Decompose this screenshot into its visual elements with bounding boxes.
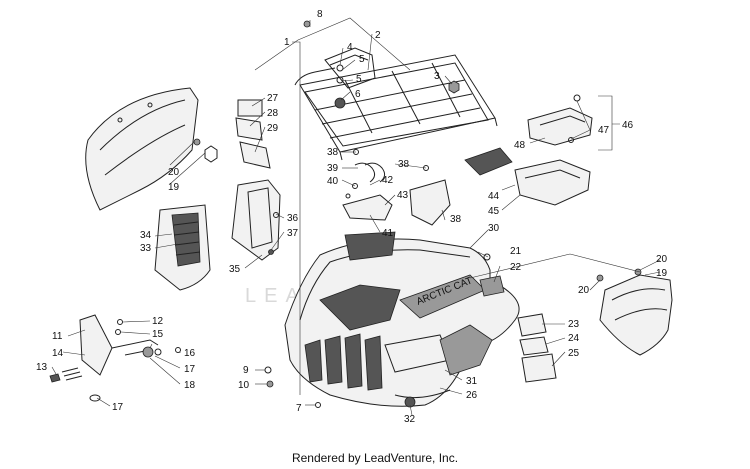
callout-41: 41 xyxy=(382,228,394,239)
center-bracket xyxy=(342,149,451,226)
callout-6: 6 xyxy=(355,89,361,100)
callout-14: 14 xyxy=(52,348,64,359)
callout-38: 38 xyxy=(327,147,339,158)
callout-22: 22 xyxy=(510,262,522,273)
callout-19: 19 xyxy=(168,182,180,193)
callout-20: 20 xyxy=(168,167,180,178)
front-bracket xyxy=(479,253,505,297)
callout-21: 21 xyxy=(510,246,522,257)
storage-cover xyxy=(527,94,593,146)
callout-35: 35 xyxy=(229,264,241,275)
callout-29: 29 xyxy=(267,123,279,134)
callout-31: 31 xyxy=(466,376,478,387)
callout-16: 16 xyxy=(184,348,196,359)
callout-48: 48 xyxy=(514,140,526,151)
callout-36: 36 xyxy=(287,213,299,224)
callout-12: 12 xyxy=(152,316,164,327)
footer-credit: Rendered by LeadVenture, Inc. xyxy=(291,451,459,465)
callout-27: 27 xyxy=(267,93,279,104)
callout-20b: 20 xyxy=(656,254,668,265)
decal-set-left xyxy=(235,99,271,169)
decal-set-right xyxy=(517,313,557,383)
callout-10: 10 xyxy=(238,380,250,391)
callout-40: 40 xyxy=(327,176,339,187)
callout-8: 8 xyxy=(317,9,323,20)
callout-15: 15 xyxy=(152,329,164,340)
callout-1: 1 xyxy=(284,37,290,48)
callout-9: 9 xyxy=(243,365,249,376)
callout-26: 26 xyxy=(466,390,478,401)
callout-2: 2 xyxy=(375,30,381,41)
callout-3: 3 xyxy=(434,71,440,82)
callout-24: 24 xyxy=(568,333,580,344)
callout-33: 33 xyxy=(140,243,152,254)
callout-47: 47 xyxy=(598,125,610,136)
fender-hardware-left xyxy=(193,138,218,163)
callout-17: 17 xyxy=(184,364,196,375)
callout-32: 32 xyxy=(404,414,416,425)
callout-7: 7 xyxy=(296,403,302,414)
callout-44: 44 xyxy=(488,191,500,202)
callout-42: 42 xyxy=(382,175,394,186)
callout-37: 37 xyxy=(287,228,299,239)
callout-25: 25 xyxy=(568,348,580,359)
callout-34: 34 xyxy=(140,230,152,241)
callout-46: 46 xyxy=(622,120,634,131)
callout-19b: 19 xyxy=(656,268,668,279)
callout-38b: 38 xyxy=(398,159,410,170)
callout-30: 30 xyxy=(488,223,500,234)
callout-4: 4 xyxy=(347,42,353,53)
left-rear-fender xyxy=(85,87,199,211)
callout-28: 28 xyxy=(267,108,279,119)
callout-5: 5 xyxy=(359,54,365,65)
callout-11: 11 xyxy=(52,331,63,342)
callout-17b: 17 xyxy=(112,402,124,413)
front-storage-box xyxy=(464,147,591,206)
callout-labels: 1 2 3 4 5 5 6 7 8 9 10 11 12 13 14 15 16… xyxy=(36,9,668,425)
callout-23: 23 xyxy=(568,319,580,330)
rear-rack xyxy=(294,47,498,161)
storage-bin xyxy=(231,179,281,261)
right-front-fender xyxy=(596,268,673,356)
callout-43: 43 xyxy=(397,190,409,201)
headlight-assembly xyxy=(49,314,181,402)
callout-20c: 20 xyxy=(578,285,590,296)
callout-39: 39 xyxy=(327,163,339,174)
rack-hardware xyxy=(303,20,460,109)
callout-13: 13 xyxy=(36,362,48,373)
callout-45: 45 xyxy=(488,206,500,217)
callout-5b: 5 xyxy=(356,74,362,85)
callout-18: 18 xyxy=(184,380,196,391)
front-fender-body: ARCTIC CAT xyxy=(284,231,520,408)
left-side-panel xyxy=(154,204,211,291)
callout-38c: 38 xyxy=(450,214,462,225)
leader-lines xyxy=(51,17,661,416)
